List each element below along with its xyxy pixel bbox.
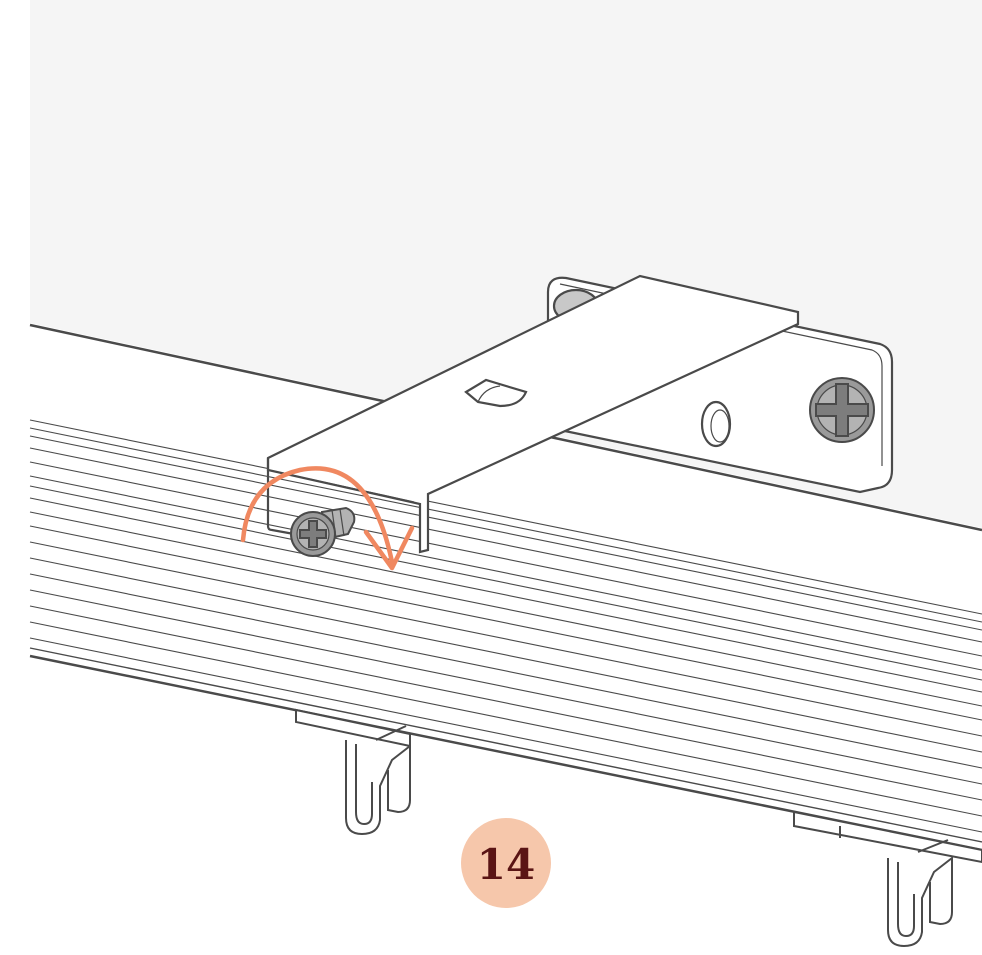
wall-screw-icon <box>809 377 875 443</box>
rail-clip-bracket <box>266 274 800 554</box>
step-number: 14 <box>477 840 535 889</box>
glider-hook-left <box>295 708 411 836</box>
glider-hook-right <box>793 810 982 948</box>
rotate-clockwise-arrow-icon <box>240 466 415 571</box>
step-number-badge: 14 <box>461 818 551 908</box>
curtain-rail <box>29 323 982 852</box>
set-screw-icon <box>290 506 356 557</box>
